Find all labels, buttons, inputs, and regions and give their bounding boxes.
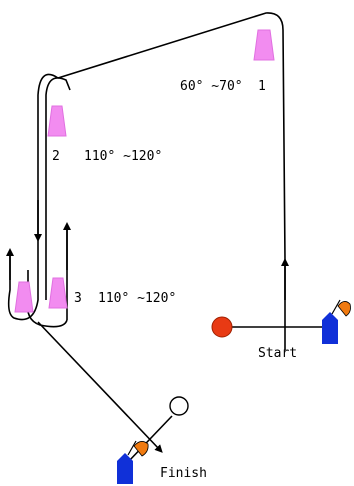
finish-marker-circle <box>169 396 189 416</box>
cone-3-right <box>48 277 68 309</box>
finish-label: Finish <box>160 466 207 481</box>
path-start-upward <box>282 29 286 350</box>
course-path <box>6 12 289 453</box>
cone-1-number: 1 <box>258 79 266 94</box>
path-loop-cone-2 <box>37 73 59 232</box>
start-flag-icon <box>322 299 351 344</box>
start-label: Start <box>258 346 297 361</box>
path-turn-cone-1 <box>57 12 284 79</box>
start-line <box>211 316 330 338</box>
cone-3-number: 3 <box>74 291 82 306</box>
cone-2-number: 2 <box>52 149 60 164</box>
cone-2-angle: 110° ~120° <box>84 149 162 164</box>
cone-1-angle: 60° ~70° <box>180 79 243 94</box>
cone-1 <box>253 29 275 61</box>
finish-line <box>127 396 189 463</box>
path-inner-loop <box>45 77 71 300</box>
path-exit-diagonal <box>37 321 163 453</box>
finish-flag-icon <box>117 440 149 484</box>
start-marker-circle <box>211 316 233 338</box>
path-loop-cone-3 <box>7 232 39 321</box>
cone-3-left <box>14 281 34 313</box>
cone-3-angle: 110° ~120° <box>98 291 176 306</box>
cone-2 <box>47 105 67 137</box>
